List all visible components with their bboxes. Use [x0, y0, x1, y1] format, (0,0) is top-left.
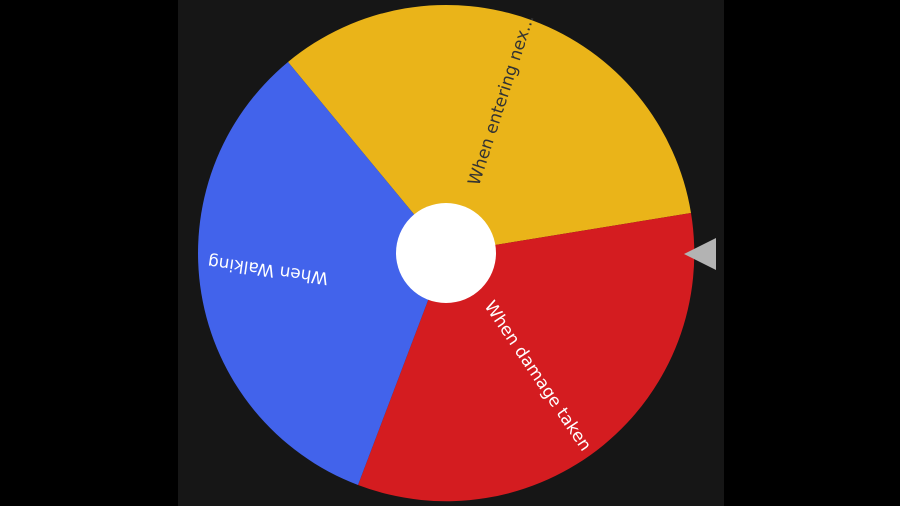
letterbox-left: [0, 0, 178, 506]
wheel-center-hub[interactable]: [396, 203, 496, 303]
letterbox-right: [724, 0, 900, 506]
wheel-pointer-icon: [684, 238, 716, 270]
spin-wheel[interactable]: When entering nex... When damage taken W…: [198, 4, 695, 502]
wheel-segment-walking[interactable]: [198, 62, 446, 485]
wheel-segment-entering[interactable]: [288, 4, 691, 254]
